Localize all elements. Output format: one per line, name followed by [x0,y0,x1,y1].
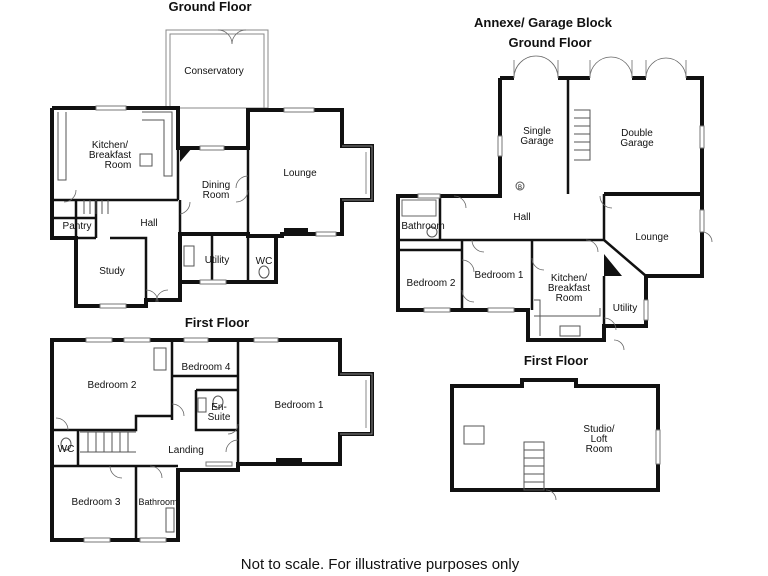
room-annexe-bedroom2: Bedroom 2 [407,278,456,289]
room-landing: Landing [168,445,204,456]
room-kitchen-line2: Breakfast [89,150,131,161]
room-kitchen-line3: Room [105,160,132,171]
room-annexe-utility: Utility [613,303,637,314]
room-study: Study [99,266,125,277]
room-annexe-bedroom1: Bedroom 1 [475,270,524,281]
room-studio-line1: Studio/ [583,424,614,435]
ground-floor-heading: Ground Floor [168,0,251,14]
room-annexe-kitchen-line2: Breakfast [548,283,590,294]
room-bathroom-first: Bathroom [138,497,177,507]
room-dining-line2: Room [203,190,230,201]
room-studio-line2: Loft [591,434,608,445]
room-wc-first: WC [58,444,75,455]
annexe-first-floor [450,378,661,501]
room-annexe-bathroom: Bathroom [401,221,444,232]
disclaimer-caption: Not to scale. For illustrative purposes … [241,556,520,573]
boiler-marker: B [518,185,522,191]
house-first-floor [50,337,374,543]
room-annexe-kitchen-line3: Room [556,293,583,304]
room-double-garage-line2: Garage [620,138,654,149]
room-lounge: Lounge [283,168,317,179]
room-kitchen-line1: Kitchen/ [92,140,128,151]
annexe-ground-floor-heading: Ground Floor [508,35,591,50]
room-bedroom4: Bedroom 4 [182,362,231,373]
room-wc-ground: WC [256,256,273,267]
room-single-garage-line1: Single [523,126,551,137]
room-bedroom1: Bedroom 1 [275,400,324,411]
room-annexe-hall: Hall [513,212,530,223]
room-conservatory: Conservatory [184,66,243,77]
room-annexe-lounge: Lounge [635,232,669,243]
annexe-first-floor-heading: First Floor [524,353,588,368]
annexe-title: Annexe/ Garage Block [474,15,613,30]
room-studio-line3: Room [586,444,613,455]
house-ground-floor [50,29,374,309]
room-hall: Hall [140,218,157,229]
first-floor-heading: First Floor [185,315,249,330]
room-single-garage-line2: Garage [520,136,554,147]
labels: Ground Floor Annexe/ Garage Block Ground… [58,0,669,573]
room-annexe-kitchen-line1: Kitchen/ [551,273,587,284]
room-bedroom2: Bedroom 2 [88,380,137,391]
room-double-garage-line1: Double [621,128,653,139]
room-dining-line1: Dining [202,180,230,191]
annexe-ground-floor [396,55,713,351]
room-utility: Utility [205,255,229,266]
room-pantry: Pantry [63,221,92,232]
room-ensuite-line2: Suite [208,412,231,423]
room-bedroom3: Bedroom 3 [72,497,121,508]
room-ensuite-line1: En- [211,402,227,413]
